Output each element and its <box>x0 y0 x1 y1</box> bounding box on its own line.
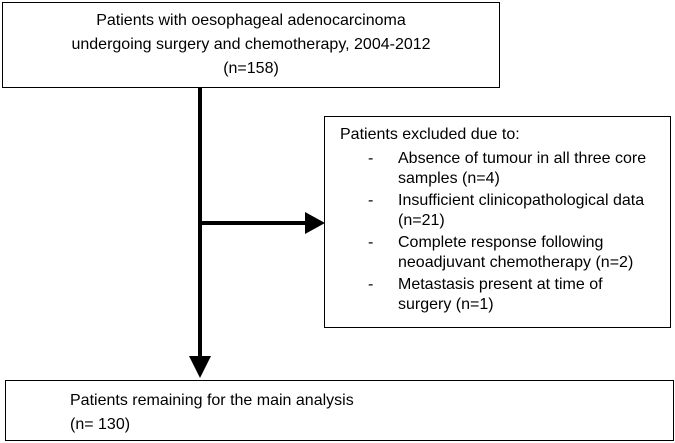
exclusion-item: - Metastasis present at time of surgery … <box>340 275 660 315</box>
exclusion-bullet: - <box>368 276 374 293</box>
enrolled-line-1: Patients with oesophageal adenocarcinoma <box>96 12 406 29</box>
exclusion-bullet: - <box>368 192 374 209</box>
exclusion-item-text: Absence of tumour in all three core samp… <box>398 150 647 187</box>
exclusion-branch-arrowhead <box>305 212 325 234</box>
exclusion-item-text: Complete response following neoadjuvant … <box>398 234 634 271</box>
exclusion-bullet: - <box>368 234 374 251</box>
exclusion-box: Patients excluded due to: - Absence of t… <box>324 116 671 328</box>
analysis-line-1: Patients remaining for the main analysis <box>70 392 354 409</box>
exclusion-item-text: Metastasis present at time of surgery (n… <box>398 276 603 313</box>
exclusion-item: - Insufficient clinicopathological data … <box>340 191 660 231</box>
exclusion-title: Patients excluded due to: <box>340 126 520 143</box>
exclusion-bullet: - <box>368 150 374 167</box>
analysis-count: (n= 130) <box>70 416 131 433</box>
exclusion-list: - Absence of tumour in all three core sa… <box>340 149 660 315</box>
enrolled-count: (n=158) <box>223 60 279 77</box>
exclusion-item-text: Insufficient clinicopathological data (n… <box>398 192 645 229</box>
enrolled-line-2: undergoing surgery and chemotherapy, 200… <box>71 36 431 53</box>
main-flow-arrowhead <box>189 356 211 378</box>
exclusion-item: - Complete response following neoadjuvan… <box>340 233 660 273</box>
analysis-patients-box: Patients remaining for the main analysis… <box>5 380 674 441</box>
exclusion-item: - Absence of tumour in all three core sa… <box>340 149 660 189</box>
enrolled-patients-box: Patients with oesophageal adenocarcinoma… <box>2 2 500 88</box>
